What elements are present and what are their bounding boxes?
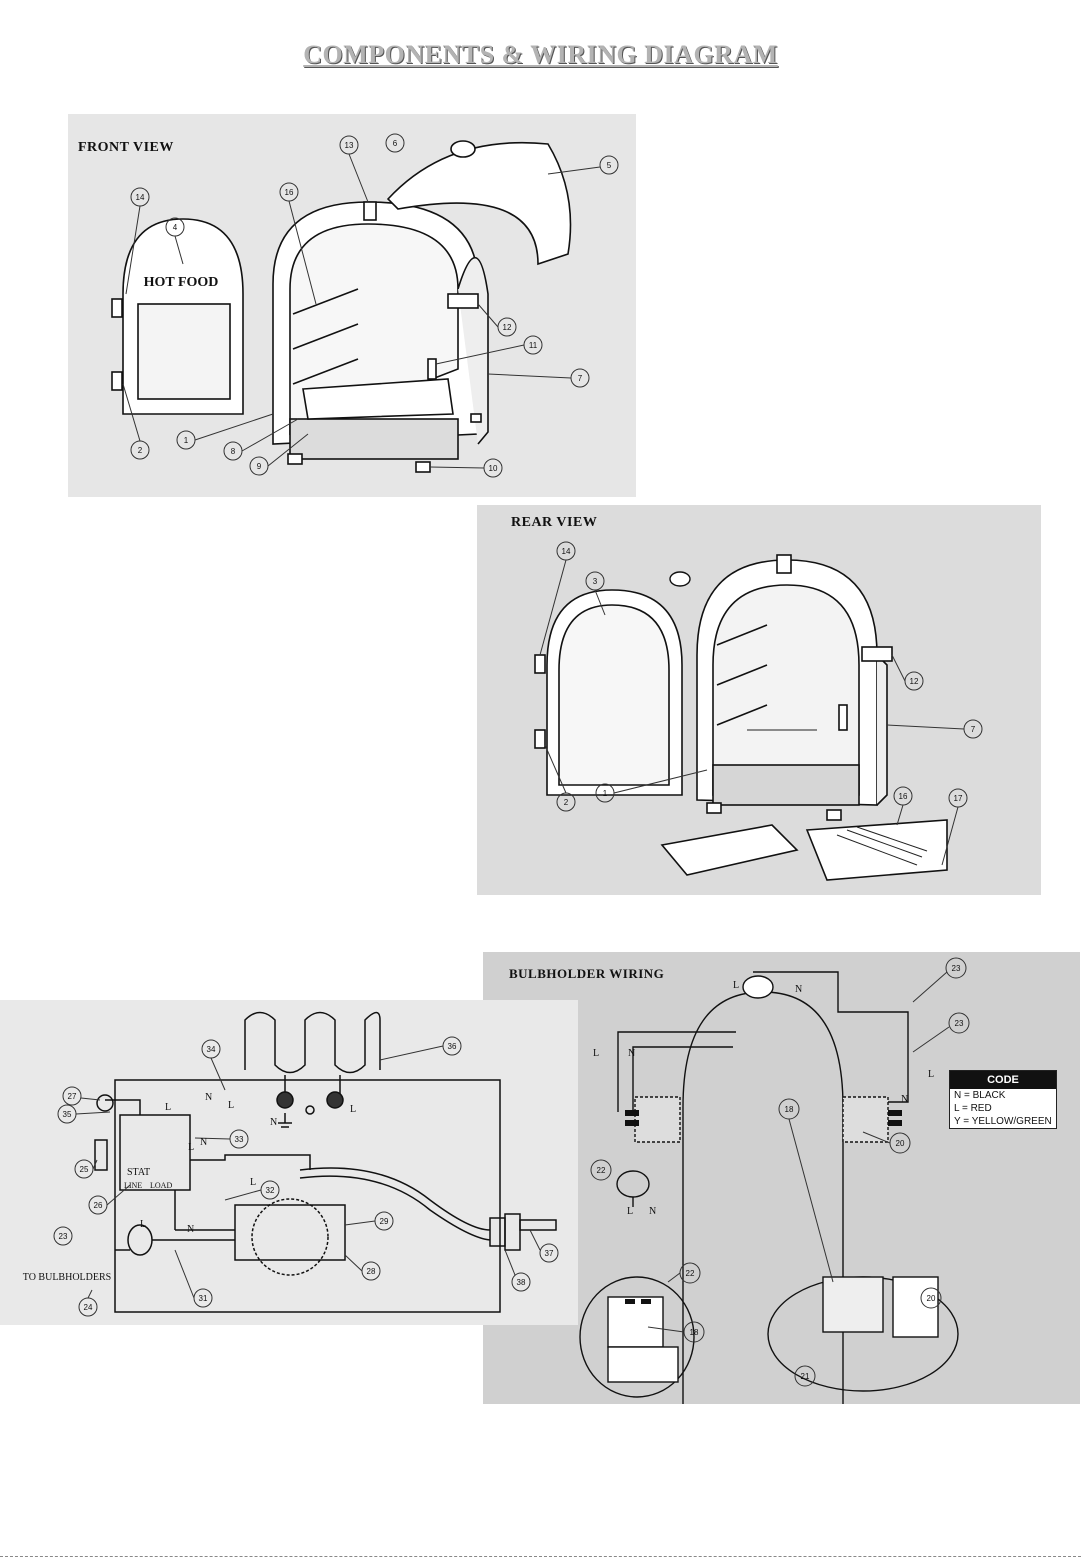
bulb-wire-letter: N bbox=[901, 1094, 908, 1105]
wiring-letter: N bbox=[200, 1137, 207, 1148]
rear-callout: 3 bbox=[593, 577, 598, 586]
bulb-callout: 22 bbox=[686, 1269, 695, 1278]
wiring-letter: L bbox=[140, 1219, 146, 1230]
bulb-wire-letter: L bbox=[627, 1206, 633, 1217]
front-view-label: FRONT VIEW bbox=[78, 140, 174, 155]
wiring-callout: 37 bbox=[545, 1249, 554, 1258]
bulb-callout: 22 bbox=[597, 1166, 606, 1175]
bulb-callout: 18 bbox=[785, 1105, 794, 1114]
page-title: COMPONENTS & WIRING DIAGRAM bbox=[303, 40, 778, 69]
main-wiring-panel: 34 36 27 35 33 25 26 32 29 23 24 31 28 3… bbox=[0, 1000, 578, 1325]
front-callout: 5 bbox=[607, 161, 612, 170]
front-view-drawing: 14 4 13 6 5 16 12 11 7 1 8 9 10 2 HOT FO… bbox=[111, 133, 619, 478]
bulb-callout: 20 bbox=[927, 1294, 936, 1303]
front-callout: 8 bbox=[231, 447, 236, 456]
rear-seal-marker bbox=[669, 571, 691, 587]
wiring-letter: L bbox=[188, 1142, 194, 1153]
page-footer-rule bbox=[0, 1556, 1081, 1558]
bulbholder-wiring-label: BULBHOLDER WIRING bbox=[509, 966, 665, 981]
wiring-letter: L bbox=[228, 1100, 234, 1111]
wiring-letter: L bbox=[250, 1177, 256, 1188]
wiring-letter: N bbox=[270, 1117, 277, 1128]
front-callout: 9 bbox=[257, 462, 262, 471]
door-text: HOT FOOD bbox=[144, 275, 219, 290]
main-wiring-drawing: 34 36 27 35 33 25 26 32 29 23 24 31 28 3… bbox=[23, 1011, 559, 1317]
bulb-wire-letter: N bbox=[649, 1206, 656, 1217]
wiring-callout: 35 bbox=[63, 1110, 72, 1119]
rear-view-drawing: 14 3 12 7 16 17 2 1 bbox=[534, 541, 983, 881]
bulb-callout: 23 bbox=[952, 964, 961, 973]
front-view-panel: FRONT VIEW bbox=[68, 114, 636, 497]
bulb-callout: 18 bbox=[690, 1328, 699, 1337]
rear-callout: 2 bbox=[564, 798, 569, 807]
front-callout: 14 bbox=[136, 193, 145, 202]
wiring-callout: 28 bbox=[367, 1267, 376, 1276]
front-callout: 2 bbox=[138, 446, 143, 455]
bulb-wire-letter: L bbox=[928, 1069, 934, 1080]
code-header: CODE bbox=[950, 1071, 1056, 1089]
to-bulbholders-label: TO BULBHOLDERS bbox=[23, 1272, 111, 1283]
front-callout: 10 bbox=[489, 464, 498, 473]
code-row: Y = YELLOW/GREEN bbox=[954, 1116, 1052, 1127]
stat-label: STAT bbox=[127, 1167, 150, 1178]
wiring-letter: N bbox=[187, 1224, 194, 1235]
wiring-callout: 33 bbox=[235, 1135, 244, 1144]
rear-callout: 17 bbox=[954, 794, 963, 803]
wiring-letter: N bbox=[205, 1092, 212, 1103]
front-callout: 7 bbox=[578, 374, 583, 383]
rear-callout: 16 bbox=[899, 792, 908, 801]
bulbholder-wiring-drawing: 23 23 18 20 22 22 18 20 21 L N L N L N L… bbox=[579, 957, 970, 1404]
wiring-callout: 34 bbox=[207, 1045, 216, 1054]
wiring-callout: 31 bbox=[199, 1294, 208, 1303]
rear-callout: 14 bbox=[562, 547, 571, 556]
line-label: LINE bbox=[124, 1181, 142, 1190]
wiring-callout: 29 bbox=[380, 1217, 389, 1226]
wiring-callout: 27 bbox=[68, 1092, 77, 1101]
bulb-wire-letter: N bbox=[795, 984, 802, 995]
rear-callout: 1 bbox=[603, 789, 608, 798]
wiring-callout: 32 bbox=[266, 1186, 275, 1195]
wiring-letter: L bbox=[165, 1102, 171, 1113]
code-row: L = RED bbox=[954, 1103, 992, 1114]
front-callout: 12 bbox=[503, 323, 512, 332]
wiring-callout: 24 bbox=[84, 1303, 93, 1312]
wiring-letter: L bbox=[350, 1104, 356, 1115]
wiring-callout: 23 bbox=[59, 1232, 68, 1241]
wiring-callout: 38 bbox=[517, 1278, 526, 1287]
bulb-callout: 21 bbox=[801, 1372, 810, 1381]
front-callout: 13 bbox=[345, 141, 354, 150]
bulb-wire-letter: N bbox=[628, 1048, 635, 1059]
wire-color-code-legend: CODE N = BLACK L = RED Y = YELLOW/GREEN bbox=[949, 1070, 1057, 1129]
front-callout: 1 bbox=[184, 436, 189, 445]
wiring-callout: 26 bbox=[94, 1201, 103, 1210]
rear-view-panel: REAR VIEW bbox=[477, 505, 1041, 895]
load-label: LOAD bbox=[150, 1181, 172, 1190]
rear-callout: 12 bbox=[910, 677, 919, 686]
wiring-callout: 36 bbox=[448, 1042, 457, 1051]
wiring-callout: 25 bbox=[80, 1165, 89, 1174]
code-row: N = BLACK bbox=[954, 1090, 1006, 1101]
bulbholder-wiring-panel: BULBHOLDER WIRING bbox=[483, 952, 1080, 1404]
bulb-wire-letter: L bbox=[593, 1048, 599, 1059]
front-callout: 11 bbox=[529, 341, 538, 350]
front-callout: 16 bbox=[285, 188, 294, 197]
bulb-callout: 20 bbox=[896, 1139, 905, 1148]
bulb-wire-letter: L bbox=[733, 980, 739, 991]
front-callout: 6 bbox=[393, 139, 398, 148]
bulb-callout: 23 bbox=[955, 1019, 964, 1028]
front-callout: 4 bbox=[173, 223, 178, 232]
rear-callout: 7 bbox=[971, 725, 976, 734]
rear-view-label: REAR VIEW bbox=[511, 515, 598, 530]
